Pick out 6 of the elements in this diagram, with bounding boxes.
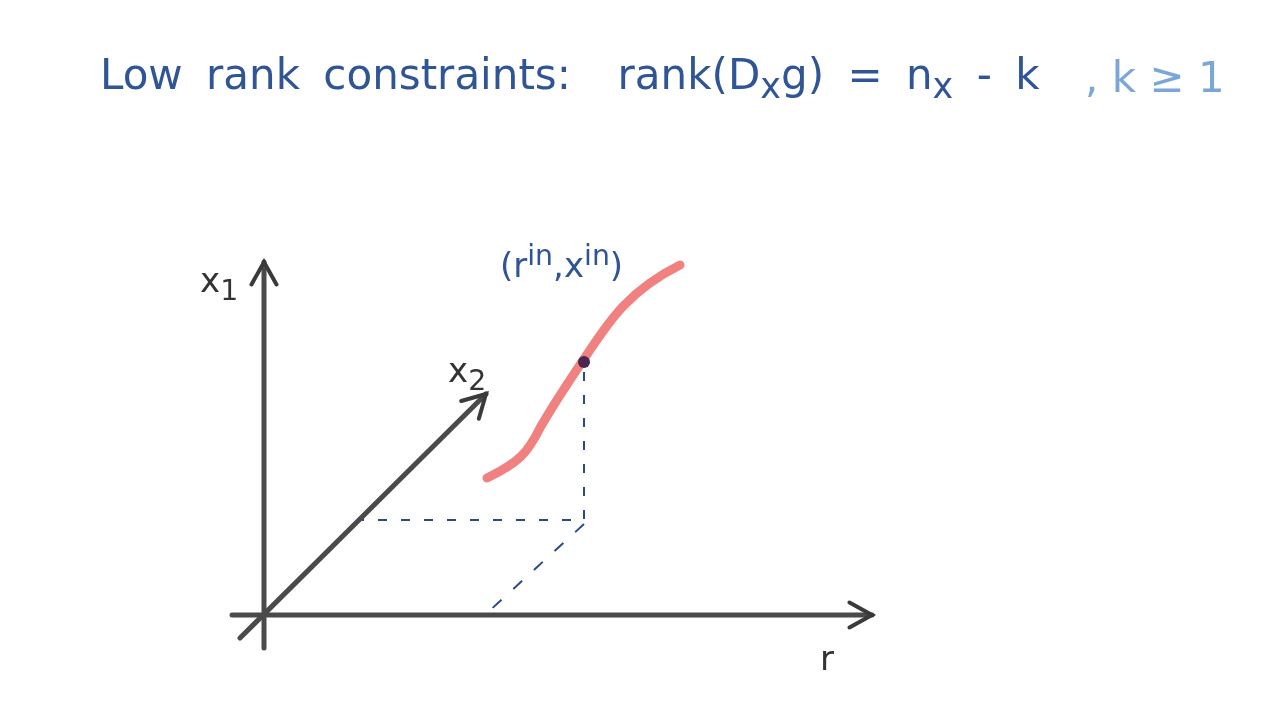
title: Low rank constraints: rank(D$_{x}$g) = n$_{x}$ - k (100, 52, 1040, 106)
condition-text: , k ≥ 1 (1085, 55, 1225, 102)
point-label: (r$^{in}$,x$^{in}$) (500, 240, 624, 285)
axis-label: r (820, 640, 834, 678)
axis-label: x$_{1}$ (200, 262, 239, 306)
axis-label: x$_{2}$ (448, 352, 487, 396)
